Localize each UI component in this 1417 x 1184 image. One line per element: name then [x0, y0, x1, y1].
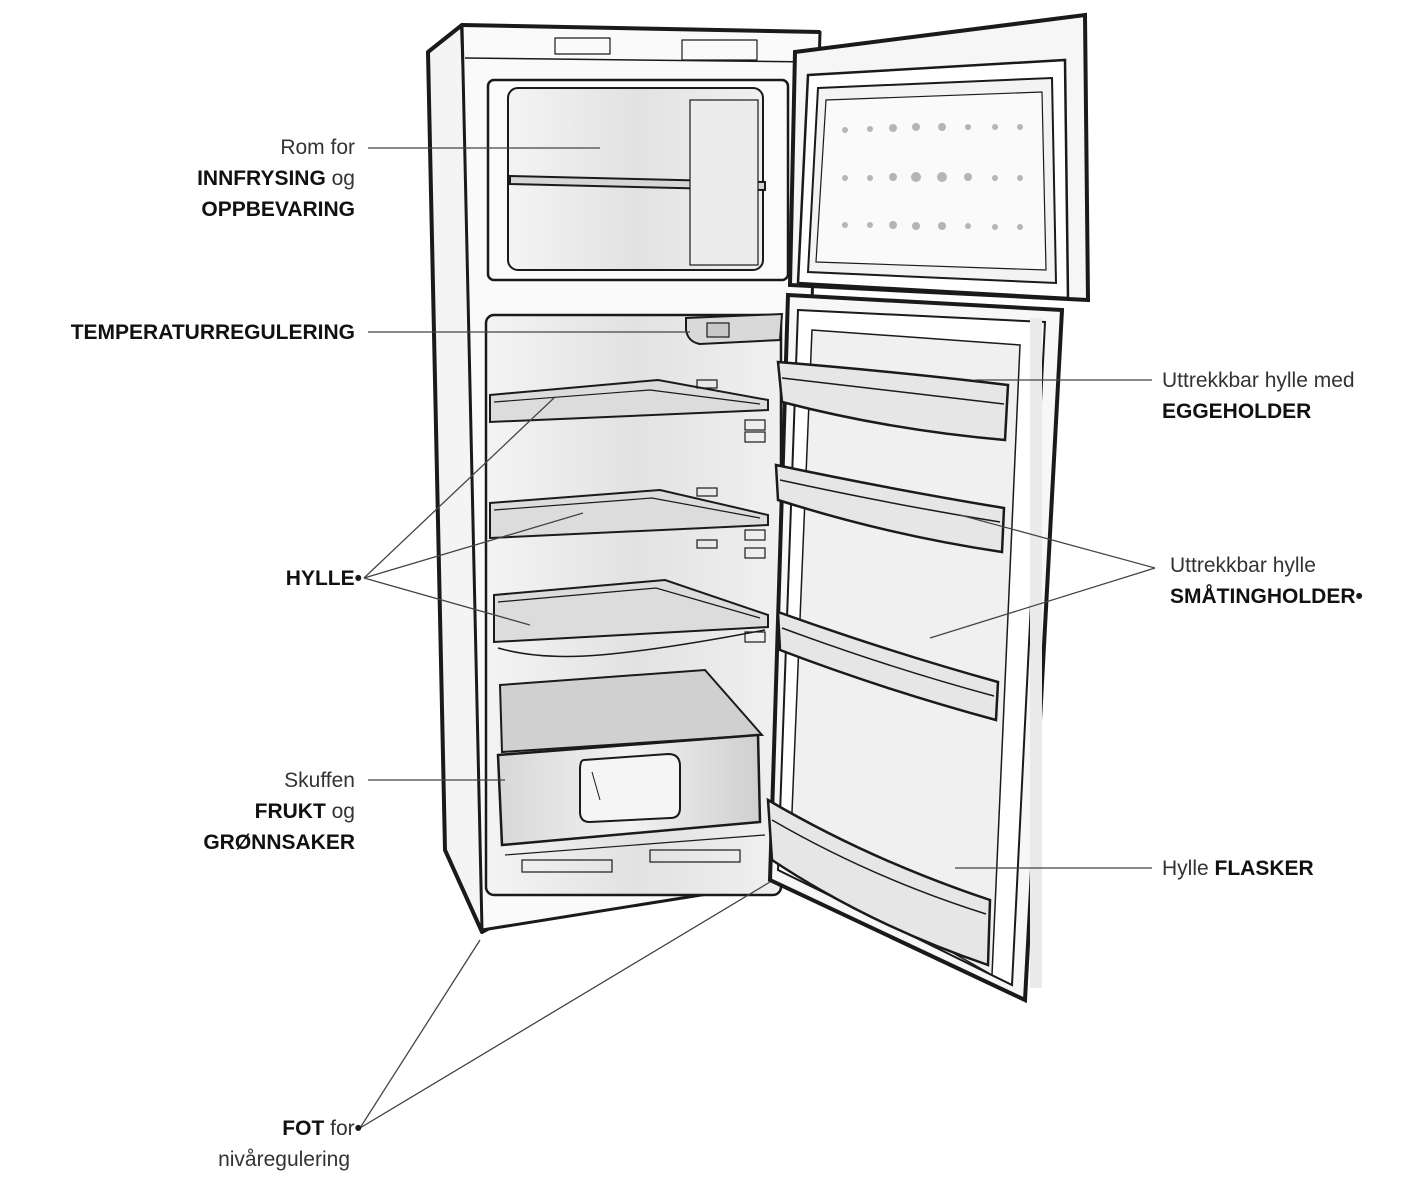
leader-lines — [359, 147, 1156, 1129]
fridge-shelf-3 — [493, 578, 769, 658]
label-drawer-frukt: FRUKT — [254, 800, 326, 823]
leader-small-1 — [959, 514, 1156, 569]
label-small-line1: Uttrekkbar hylle — [1170, 554, 1316, 577]
label-bottle-shelf: Hylle FLASKER — [1162, 853, 1314, 884]
label-drawer: Skuffen FRUKT og GRØNNSAKER — [203, 765, 355, 858]
fridge-shelf-2 — [489, 488, 769, 540]
label-freezer-oppbevaring: OPPBEVARING — [201, 198, 355, 221]
door-middle-shelf — [776, 610, 1000, 722]
label-freezer-og: og — [325, 167, 355, 190]
label-freezer: Rom for INNFRYSING og OPPBEVARING — [197, 132, 355, 225]
leader-foot-2 — [359, 881, 771, 1129]
label-egg-line1: Uttrekkbar hylle med — [1162, 369, 1355, 392]
label-shelf: HYLLE• — [286, 563, 362, 594]
label-egg-line2: EGGEHOLDER — [1162, 400, 1312, 423]
label-bottle-hylle: Hylle — [1162, 857, 1215, 880]
leader-shelf-1 — [363, 396, 556, 579]
label-shelf-marker: • — [354, 567, 362, 590]
label-foot-fot: FOT — [282, 1117, 325, 1140]
freezer-compartment — [486, 78, 790, 282]
door-small-items-shelf — [774, 463, 1006, 554]
label-foot-for: for — [324, 1117, 355, 1140]
label-foot: FOT for• nivåregulering — [218, 1113, 362, 1175]
label-bottle-flasker: FLASKER — [1214, 857, 1314, 880]
crisper-cover — [498, 668, 765, 754]
label-freezer-innfrysing: INNFRYSING — [197, 167, 326, 190]
door-egg-shelf — [776, 360, 1010, 442]
label-thermostat: TEMPERATURREGULERING — [71, 317, 355, 348]
leader-shelf-3 — [363, 577, 531, 626]
leader-shelf-2 — [363, 512, 584, 579]
label-freezer-line1: Rom for — [280, 136, 355, 159]
leader-small-2 — [929, 567, 1156, 639]
label-foot-line2: nivåregulering — [218, 1148, 350, 1171]
label-small-line2: SMÅTINGHOLDER — [1170, 585, 1356, 608]
label-small-items-shelf: Uttrekkbar hylle SMÅTINGHOLDER• — [1170, 550, 1363, 612]
label-drawer-gronnsaker: GRØNNSAKER — [203, 831, 355, 854]
label-foot-marker: • — [354, 1117, 362, 1140]
freezer-door — [787, 12, 1091, 303]
fridge-shelf-1 — [489, 378, 769, 424]
crisper-drawer — [496, 733, 762, 847]
top-vent-2 — [681, 39, 758, 61]
freezer-door-dimples — [842, 123, 1023, 230]
leader-foot-1 — [359, 939, 481, 1129]
label-drawer-og: og — [325, 800, 355, 823]
label-egg-shelf: Uttrekkbar hylle med EGGEHOLDER — [1162, 365, 1355, 427]
fridge-floor-vents — [504, 834, 766, 873]
fridge-compartment — [484, 312, 784, 897]
thermostat-knob — [706, 322, 730, 338]
fridge-door — [766, 292, 1065, 1004]
label-thermostat-text: TEMPERATURREGULERING — [70, 321, 355, 344]
label-small-marker: • — [1355, 585, 1363, 608]
label-shelf-text: HYLLE — [285, 567, 355, 590]
label-drawer-line1: Skuffen — [284, 769, 355, 792]
shelf-supports — [696, 379, 766, 643]
top-vent-1 — [554, 37, 611, 55]
door-bottle-shelf — [766, 797, 992, 967]
